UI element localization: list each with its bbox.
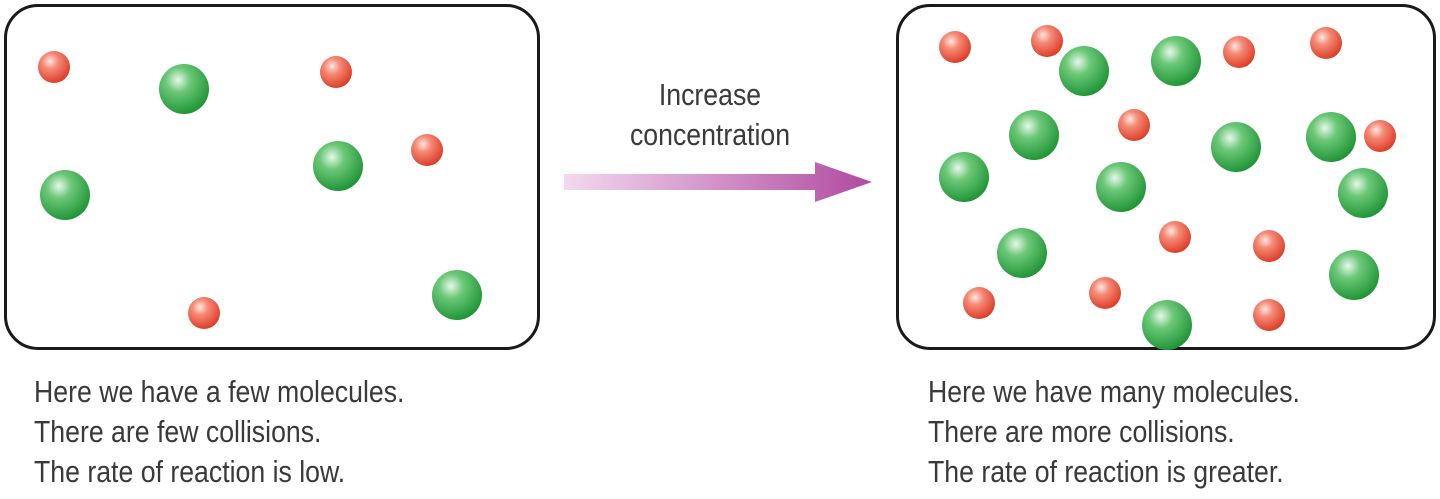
high-concentration-molecules	[939, 25, 1396, 350]
high-concentration-container	[896, 4, 1436, 350]
low-concentration-caption: Here we have a few molecules. There are …	[34, 372, 404, 492]
large-molecule	[40, 170, 90, 220]
small-molecule	[963, 287, 995, 319]
small-molecule	[1253, 299, 1285, 331]
small-molecule	[38, 51, 70, 83]
small-molecule	[1159, 221, 1191, 253]
low-concentration-container	[4, 4, 540, 350]
large-molecule	[313, 141, 363, 191]
small-molecule	[1253, 230, 1285, 262]
small-molecule	[939, 31, 971, 63]
small-molecule	[188, 297, 220, 329]
small-molecule	[1089, 277, 1121, 309]
low-concentration-molecules	[38, 51, 482, 329]
caption-line: The rate of reaction is low.	[34, 454, 346, 489]
caption-line: There are few collisions.	[34, 414, 322, 449]
large-molecule	[1151, 36, 1201, 86]
high-concentration-caption: Here we have many molecules. There are m…	[928, 372, 1300, 492]
large-molecule	[1329, 250, 1379, 300]
small-molecule	[320, 56, 352, 88]
arrow-label-line2: concentration	[629, 117, 791, 152]
small-molecule	[1031, 25, 1063, 57]
small-molecule	[411, 134, 443, 166]
large-molecule	[159, 64, 209, 114]
caption-line: There are more collisions.	[928, 414, 1235, 449]
large-molecule	[1338, 168, 1388, 218]
increase-arrow-icon	[564, 162, 872, 202]
caption-line: Here we have many molecules.	[928, 374, 1300, 409]
arrow-label-line1: Increase	[658, 77, 762, 112]
large-molecule	[1211, 122, 1261, 172]
large-molecule	[1096, 162, 1146, 212]
large-molecule	[939, 152, 989, 202]
small-molecule	[1310, 27, 1342, 59]
caption-line: The rate of reaction is greater.	[928, 454, 1284, 489]
arrow-label: Increase concentration	[560, 75, 860, 155]
small-molecule	[1223, 36, 1255, 68]
large-molecule	[997, 228, 1047, 278]
large-molecule	[432, 270, 482, 320]
large-molecule	[1009, 110, 1059, 160]
small-molecule	[1364, 120, 1396, 152]
large-molecule	[1306, 112, 1356, 162]
large-molecule	[1142, 300, 1192, 350]
caption-line: Here we have a few molecules.	[34, 374, 405, 409]
small-molecule	[1118, 109, 1150, 141]
large-molecule	[1059, 46, 1109, 96]
